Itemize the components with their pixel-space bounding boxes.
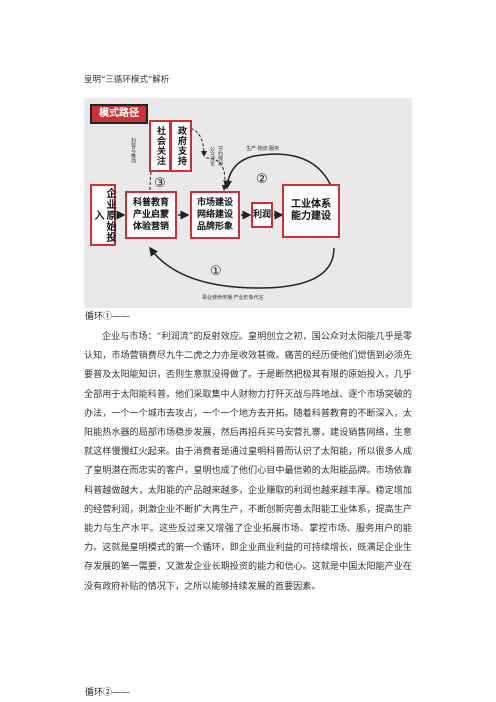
box-social-attention: 社会关注	[149, 120, 171, 172]
circled-number-1: ①	[210, 264, 222, 279]
label-profit-mutual: 利导与推动	[130, 138, 136, 163]
label-policy: 节约保护	[217, 146, 223, 166]
model-path-diagram: 模式路径 社会关注 政府支持 企业原始投入 科普教育产业启蒙体验营销 市场建设网…	[84, 98, 412, 308]
section-1-heading: 循环①——	[85, 312, 131, 322]
box-initial-investment: 企业原始投入	[90, 184, 116, 246]
box-profit: 利润	[251, 202, 273, 228]
box-science-education: 科普教育产业启蒙体验营销	[125, 191, 177, 239]
box-industry-system: 工业体系能力建设	[282, 184, 340, 238]
section-1-paragraph: 企业与市场：“利润流”的反射效应。皇明创立之初，国公众对太阳能几乎是零认知，市场…	[84, 332, 412, 592]
label-production-flow: 生产·物流·服务	[246, 146, 280, 152]
box-market-building: 市场建设网络建设品牌形象	[190, 191, 240, 239]
box-government-support: 政府支持	[170, 120, 192, 172]
page-title: 皇明“三循环模式”解析	[84, 75, 170, 85]
label-public-comment: 公众评论	[209, 146, 215, 166]
loop-1-arc	[149, 246, 335, 289]
circled-number-2: ②	[256, 172, 268, 187]
model-path-badge: 模式路径	[90, 104, 148, 124]
article-body: 循环①—— 企业与市场：“利润流”的反射效应。皇明创立之初，国公众对太阳能几乎是…	[84, 311, 412, 597]
label-mission-flow: 事业使命传播·产业形象代言	[202, 295, 264, 301]
loop-2-arc	[223, 153, 333, 190]
circled-number-3: ③	[154, 176, 166, 191]
section-2-heading: 循环②——	[85, 688, 131, 698]
